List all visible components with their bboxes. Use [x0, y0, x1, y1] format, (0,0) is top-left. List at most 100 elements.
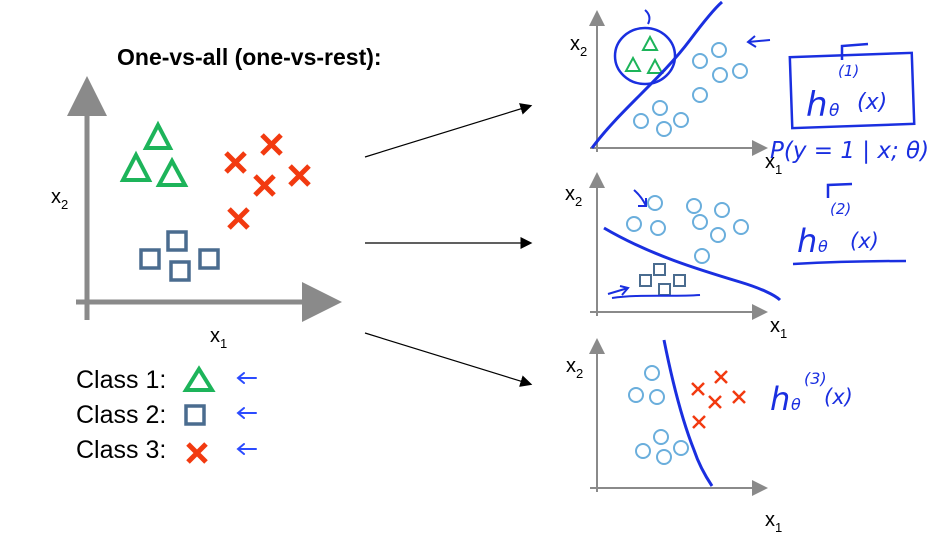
square-point [658, 283, 671, 296]
hypothesis-3-superscript: (3) [804, 369, 827, 388]
hypothesis-1-theta: θ [829, 101, 840, 121]
main-x-label: x1 [210, 325, 227, 351]
hypothesis-1-h: h [806, 85, 828, 125]
sub1-y-label: x2 [570, 33, 587, 59]
legend-cross-icon [186, 442, 208, 464]
probability-annotation: P(y = 1 | x; θ) [770, 138, 929, 164]
circle-point [628, 387, 644, 403]
square-point [166, 230, 188, 252]
slide-title: One-vs-all (one-vs-rest): [117, 44, 382, 70]
cross-point [224, 151, 247, 174]
check-mark [826, 182, 853, 198]
class1-points [119, 120, 189, 187]
hypothesis-3-h: h [770, 380, 790, 418]
subplot-class-2: x2 x1 [565, 172, 787, 341]
hypothesis-3-arg: (x) [824, 385, 853, 409]
subplot-class-3: x2 x1 [566, 338, 782, 535]
square-point [198, 248, 220, 270]
circle-point [647, 195, 663, 211]
triangle-point [142, 120, 174, 150]
circle-point [712, 67, 728, 83]
arrow-left-icon [236, 407, 257, 419]
decision-boundary-3 [662, 339, 714, 487]
circle-point [656, 121, 672, 137]
square-point [169, 260, 191, 282]
hypothesis-1-superscript: (1) [838, 62, 859, 80]
circle-point [710, 227, 726, 243]
circle-point [635, 443, 651, 459]
decision-boundary-2 [603, 226, 782, 302]
circle-point [644, 365, 660, 381]
main-plot: x2 x1 [51, 76, 342, 351]
sub1-circles [633, 42, 748, 137]
hypothesis-3-theta: θ [791, 395, 801, 414]
legend-triangle-icon [182, 365, 216, 392]
sub2-circles [626, 195, 749, 264]
circle-point [692, 214, 708, 230]
circle-point [656, 449, 672, 465]
circled-class-1 [613, 26, 677, 86]
triangle-point [641, 34, 659, 51]
main-y-label: x2 [51, 186, 68, 212]
circle-point [694, 248, 710, 264]
class2-points [139, 230, 220, 282]
circle-point [714, 202, 730, 218]
sub3-y-label: x2 [566, 355, 583, 381]
triangle-point [624, 55, 642, 72]
circle-point [633, 113, 649, 129]
hypothesis-2-arg: (x) [850, 229, 879, 253]
square-point [673, 274, 686, 287]
subplot-class-1: x2 x1 [570, 0, 782, 177]
circle-point [649, 389, 665, 405]
tick-mark [644, 9, 651, 25]
triangle-point [646, 57, 664, 74]
arrow-down-icon [633, 189, 647, 207]
legend-square-icon [184, 404, 206, 426]
square-point [139, 248, 161, 270]
hypothesis-box [788, 51, 916, 130]
circle-point [692, 53, 708, 69]
circle-point [626, 216, 642, 232]
circle-point [732, 63, 748, 79]
circle-point [733, 219, 749, 235]
arrow-to-plot-1 [364, 103, 533, 158]
sub3-x-label: x1 [765, 509, 782, 535]
class3-points [224, 133, 311, 230]
circle-point [686, 198, 702, 214]
circle-point [711, 42, 727, 58]
hypothesis-2-h: h [797, 222, 817, 260]
cross-point [692, 415, 706, 429]
check-mark [840, 42, 869, 60]
triangle-point [119, 150, 153, 182]
cross-point [714, 370, 728, 384]
cross-point [691, 382, 705, 396]
legend-class-2: Class 2: [76, 401, 166, 430]
arrow-left-icon [236, 443, 257, 455]
legend-arrows [236, 372, 257, 455]
legend-class-3-label: Class 3: [76, 436, 167, 464]
circle-point [692, 87, 708, 103]
cross-point [253, 174, 276, 197]
hypothesis-2-superscript: (2) [830, 200, 851, 218]
cross-point [732, 390, 746, 404]
sub2-squares [639, 263, 686, 296]
legend-class-1-label: Class 1: [76, 366, 167, 394]
hypothesis-2-underline [792, 259, 907, 266]
sub1-x-label: x1 [765, 151, 782, 177]
circle-point [652, 100, 668, 116]
sub1-triangles [624, 34, 664, 74]
legend-class-3: Class 3: [76, 436, 166, 465]
cross-point [288, 164, 311, 187]
legend-class-2-label: Class 2: [76, 401, 167, 429]
hypothesis-1-arg: (x) [857, 90, 887, 115]
decision-boundary-1 [590, 0, 723, 149]
underline-class-2 [611, 294, 701, 299]
sub2-y-label: x2 [565, 183, 582, 209]
circle-point [673, 112, 689, 128]
cross-point [227, 207, 250, 230]
square-point [653, 263, 666, 276]
circle-point [650, 220, 666, 236]
triangle-point [155, 156, 189, 187]
